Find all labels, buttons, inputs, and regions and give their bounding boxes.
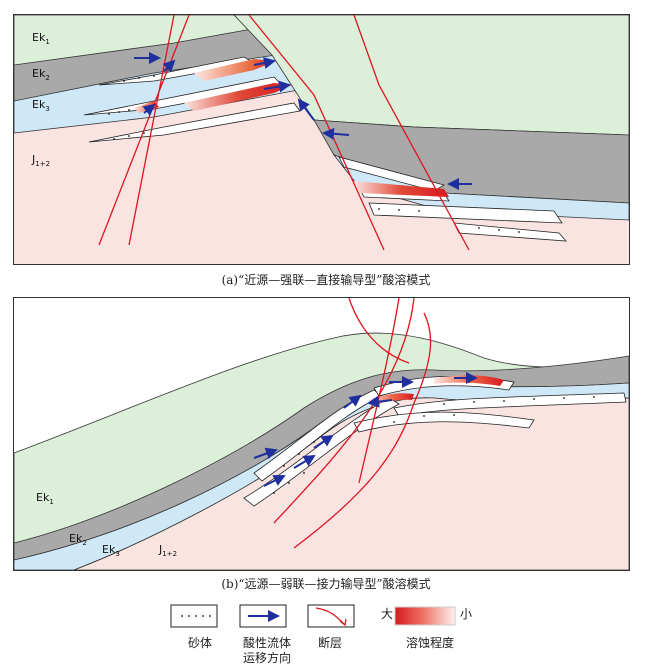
legend-gradient-label: 溶蚀程度 <box>395 636 465 651</box>
legend-gradient-low: 小 <box>460 607 472 622</box>
legend-swatches <box>170 604 470 630</box>
caption-b: (b)“远源—弱联—接力输导型”酸溶模式 <box>0 575 652 592</box>
legend-gradient-high: 大 <box>381 607 393 622</box>
legend-sand-label: 砂体 <box>175 636 225 651</box>
legend-fault-swatch <box>308 605 354 627</box>
legend-flow-label: 酸性流体 运移方向 <box>232 636 302 666</box>
legend-fault-label: 断层 <box>305 636 355 651</box>
legend-gradient-bar <box>395 607 455 625</box>
panel-b-diagram: Ek1 Ek2 Ek3 J1+2 <box>13 297 630 571</box>
panel-a-diagram: Ek1 Ek2 Ek3 J1+2 <box>13 14 630 265</box>
caption-a: (a)“近源—强联—直接输导型”酸溶模式 <box>0 271 652 288</box>
